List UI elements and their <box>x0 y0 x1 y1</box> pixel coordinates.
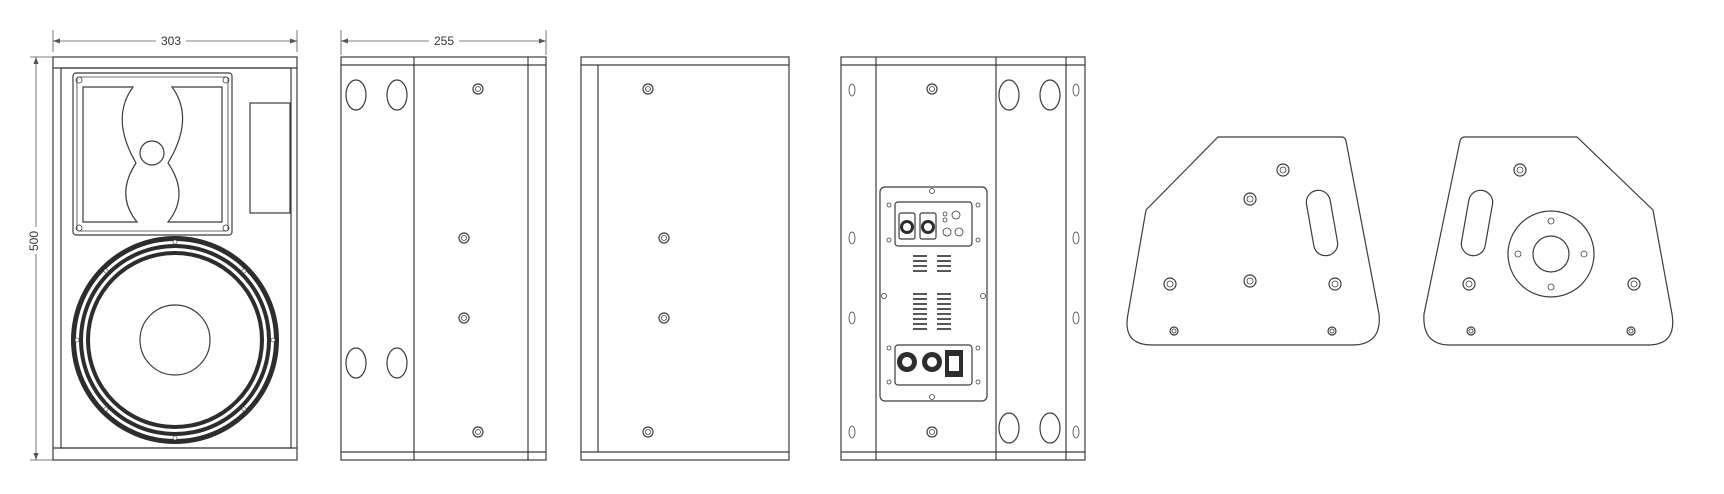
bottom-view <box>1423 136 1674 346</box>
xlr-input-connector <box>898 212 916 240</box>
front-view: 303 500 <box>27 30 298 461</box>
horn <box>72 72 233 236</box>
bottom-handle-slot <box>1460 189 1494 257</box>
width-label: 303 <box>161 34 181 48</box>
rigging-points <box>458 83 484 438</box>
depth-dimension: 255 <box>340 30 547 55</box>
power-out-connector <box>922 352 942 372</box>
height-label: 500 <box>27 231 41 251</box>
rear-view <box>840 56 1086 461</box>
vent-upper <box>913 255 951 272</box>
front-cabinet <box>52 56 298 461</box>
power-switch <box>945 350 963 377</box>
pole-mount <box>1507 210 1595 298</box>
vent-lower <box>913 293 951 330</box>
depth-label: 255 <box>434 34 454 48</box>
top-view <box>1126 136 1380 346</box>
side-view-right <box>580 56 790 461</box>
handle-slots <box>848 83 1080 439</box>
rigging-points <box>642 83 670 438</box>
control-knobs <box>942 210 964 237</box>
woofer <box>71 236 279 444</box>
bottom-mount-holes <box>1462 163 1641 336</box>
height-dimension: 500 <box>27 56 55 461</box>
top-mount-holes <box>1163 163 1342 336</box>
front-baffle <box>60 67 292 449</box>
power-in-connector <box>897 352 917 372</box>
xlr-link-connector <box>919 212 937 240</box>
bass-port <box>249 102 291 214</box>
top-handle-slot <box>1305 189 1339 257</box>
amplifier-panel <box>879 186 988 402</box>
side-view-left: 255 <box>340 30 547 461</box>
width-dimension: 303 <box>52 30 298 52</box>
rigging-points <box>926 83 938 438</box>
